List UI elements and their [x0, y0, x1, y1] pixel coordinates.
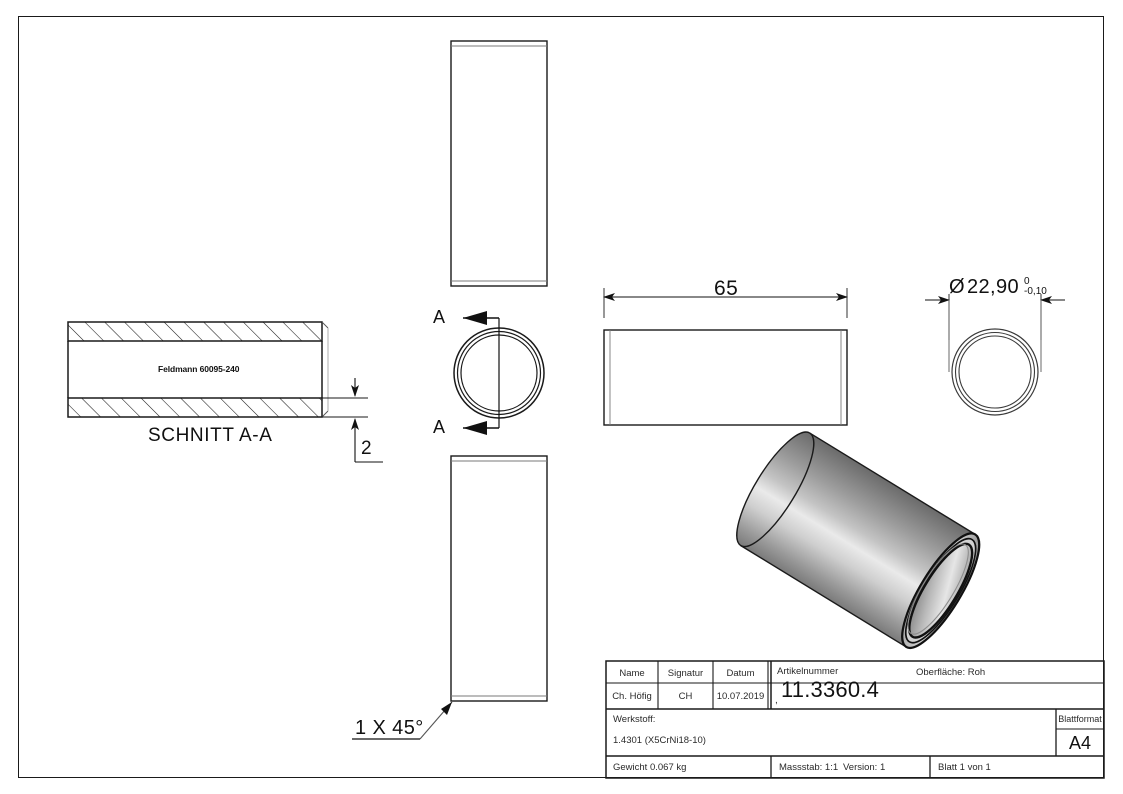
title-block-value-date: 10.07.2019 — [716, 691, 765, 702]
title-block-header-sheet-format: Blattformat — [1058, 714, 1102, 724]
section-view-label: SCHNITT A-A — [148, 425, 273, 446]
title-block-sheet-count: Blatt 1 von 1 — [938, 762, 991, 773]
article-number-value: 11.3360.4 — [781, 677, 880, 702]
title-block-header-name: Name — [619, 668, 645, 679]
title-block-version: Version: 1 — [843, 762, 886, 773]
diameter-symbol: Ø — [949, 276, 965, 298]
title-block-header-signature: Signatur — [667, 668, 704, 679]
title-block-header-material: Werkstoff: — [613, 714, 656, 725]
title-block-surface: Oberfläche: Roh — [916, 667, 986, 678]
title-block-value-name: Ch. Höfig — [612, 691, 652, 702]
diameter-tolerance: 0 -0,10 — [1024, 276, 1047, 297]
title-block-weight: Gewicht 0.067 kg — [613, 762, 687, 773]
title-block-value-signature: CH — [678, 691, 693, 702]
section-letter-bottom: A — [433, 417, 446, 437]
diameter-value: 22,90 — [966, 276, 1020, 298]
diameter-callout: Ø 22,90 0 -0,10 — [949, 276, 1047, 299]
title-block-scale: Massstab: 1:1 — [779, 762, 839, 773]
tolerance-lower: -0,10 — [1024, 286, 1047, 297]
title-block-value-sheet-format: A4 — [1068, 733, 1092, 753]
article-number-prefix: , — [775, 695, 778, 706]
title-block-header-date: Datum — [726, 668, 755, 679]
section-letter-top: A — [433, 307, 446, 327]
title-block-value-material: 1.4301 (X5CrNi18-10) — [613, 735, 706, 746]
title-block-header-article-number: Artikelnummer — [777, 666, 839, 677]
tolerance-upper: 0 — [1024, 276, 1030, 287]
length-value: 65 — [714, 277, 739, 300]
drawing-frame-border — [18, 16, 1104, 778]
chamfer-callout: 1 X 45° — [355, 717, 424, 739]
wall-thickness-value: 2 — [361, 438, 372, 459]
part-marking-text: Feldmann 60095-240 — [158, 364, 240, 374]
